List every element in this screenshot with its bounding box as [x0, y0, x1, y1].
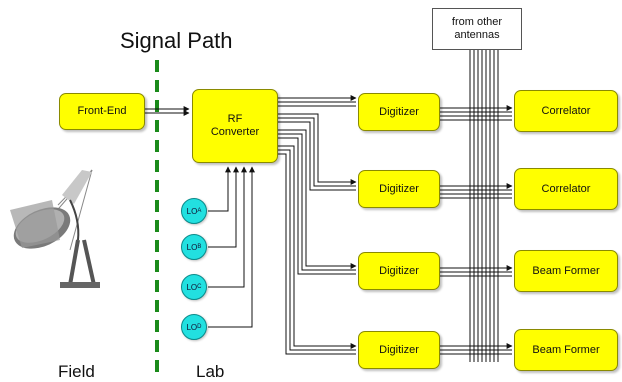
correlator-box-2: Correlator: [514, 168, 618, 210]
lo-b-sub: B: [197, 244, 202, 250]
digitizer-label-2: Digitizer: [379, 182, 419, 195]
digitizer-box-2: Digitizer: [358, 170, 440, 208]
digitizer-to-backend-lines: [440, 105, 513, 355]
rf-converter-label: RF Converter: [210, 113, 260, 138]
rf-converter-box: RF Converter: [192, 89, 278, 163]
antenna-dish-illustration: [10, 169, 100, 288]
beam-former-label-1: Beam Former: [532, 264, 600, 277]
other-antennas-box: from other antennas: [432, 8, 522, 50]
front-end-box: Front-End: [59, 93, 145, 130]
lo-d-sub: D: [197, 324, 202, 330]
digitizer-box-4: Digitizer: [358, 331, 440, 369]
correlator-label-1: Correlator: [541, 104, 591, 117]
lab-label: Lab: [196, 362, 225, 381]
beam-former-label-2: Beam Former: [532, 343, 600, 356]
digitizer-label-3: Digitizer: [379, 264, 419, 277]
rf-to-digitizer-lines: [278, 95, 357, 355]
lo-d-label: LO: [186, 322, 198, 332]
digitizer-label-1: Digitizer: [379, 105, 419, 118]
lo-b-label: LO: [186, 242, 198, 252]
field-label: Field: [58, 362, 95, 381]
beam-former-box-2: Beam Former: [514, 329, 618, 371]
other-antennas-label: from other antennas: [451, 16, 503, 41]
beam-former-box-1: Beam Former: [514, 250, 618, 292]
lo-c-label: LO: [186, 282, 198, 292]
digitizer-box-1: Digitizer: [358, 93, 440, 131]
diagram-title: Signal Path: [120, 28, 233, 53]
digitizer-label-4: Digitizer: [379, 343, 419, 356]
lo-c-sub: C: [197, 284, 202, 290]
lo-a-label: LO: [186, 206, 198, 216]
front-end-label: Front-End: [77, 105, 127, 117]
lo-a-sub: A: [197, 208, 202, 214]
other-antennas-bus: [469, 50, 499, 362]
digitizer-box-3: Digitizer: [358, 252, 440, 290]
lo-to-rf-lines: [208, 166, 255, 328]
frontend-to-rf-lines: [145, 106, 190, 116]
correlator-label-2: Correlator: [541, 182, 591, 195]
correlator-box-1: Correlator: [514, 90, 618, 132]
